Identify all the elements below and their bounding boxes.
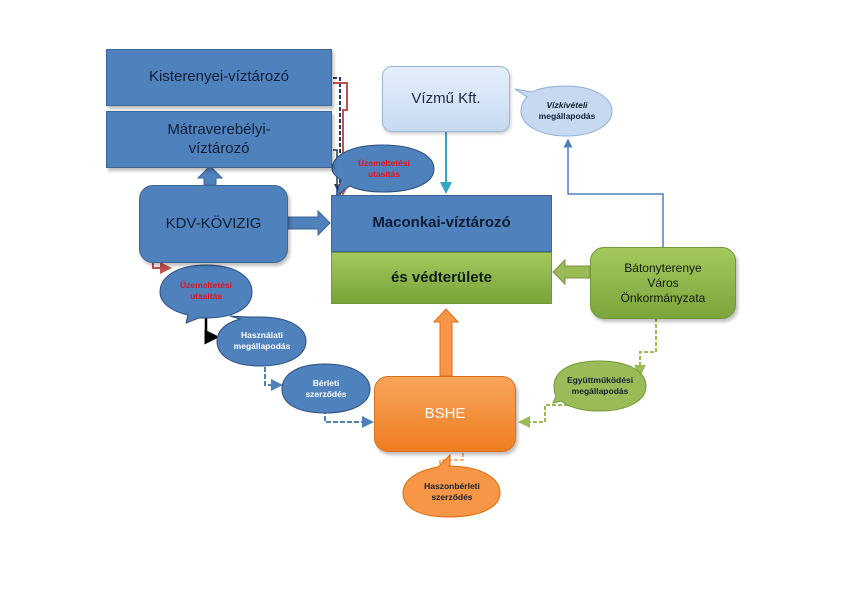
callout-hasznalati: Használati megállapodás: [220, 322, 304, 360]
egyuttmukodesi-to-bshe-line: [518, 404, 580, 428]
callout-egyuttmukodesi-line1: Együttműködési: [566, 374, 634, 385]
node-kisterenye-label: Kisterenyei-víztározó: [148, 68, 290, 86]
node-matraverebely: Mátraverebélyi- víztározó: [106, 111, 332, 168]
node-batonyterenye-label-line1: Bátonyterenye: [624, 260, 702, 275]
callout-bubble-hasznalati: [216, 315, 307, 367]
node-vedterulet-label: és védterülete: [391, 268, 492, 286]
callout-vizkiveteli-line2: megállapodás: [538, 111, 596, 121]
batony-to-egyuttmukodesi-line: [634, 318, 657, 377]
callout-uzemeltetesi-top: Üzemeltetési utasítás: [340, 150, 428, 188]
callout-bubble-haszonberleti: [402, 453, 501, 518]
bracket-line-inner: [333, 149, 338, 194]
callout-bubble-vizkiveteli: [514, 85, 613, 137]
callout-hasznalati-line2: megállapodás: [233, 341, 291, 351]
node-kisterenye: Kisterenyei-víztározó: [106, 49, 332, 106]
callout-hasznalati-line1: Használati: [240, 329, 284, 340]
callout-haszonberleti: Haszonbérleti szerződés: [406, 473, 498, 511]
bshe-to-vedterulet-arrow: [432, 308, 460, 377]
node-maconkai-label: Maconkai-víztározó: [372, 214, 511, 232]
node-matraverebely-label-line2: víztározó: [188, 139, 250, 157]
node-vizmu: Vízmű Kft.: [382, 66, 510, 132]
node-batonyterenye-label-line2: Város: [647, 275, 679, 290]
node-bshe: BSHE: [374, 376, 516, 452]
batony-to-vedterulet-arrow: [552, 258, 591, 286]
node-maconkai: Maconkai-víztározó: [331, 195, 552, 252]
red-connector-top: [333, 82, 349, 196]
callout-berleti-line2: szerződés: [305, 389, 347, 399]
callout-uzemeltetesi-left: Üzemeltetési utasítás: [164, 272, 248, 310]
callout-vizkiveteli-line1: Vízkivételi: [546, 99, 588, 110]
node-batonyterenye: Bátonyterenye Város Önkormányzata: [590, 247, 736, 319]
node-batonyterenye-label-line3: Önkormányzata: [620, 290, 706, 305]
callout-berleti-line1: Bérleti: [312, 377, 340, 388]
callout-bubble-uzemeltetesi-top: [331, 144, 435, 198]
kdv-to-matraverebely-arrow: [196, 165, 224, 186]
callout-bubble-uzemeltetesi-left: [159, 264, 253, 324]
kdv-to-maconkai-arrow: [287, 209, 331, 237]
callout-haszonberleti-line2: szerződés: [431, 492, 473, 502]
node-matraverebely-label-line1: Mátraverebélyi-: [167, 120, 271, 138]
callout-uzemeltetesi-left-line1: Üzemeltetési: [180, 279, 232, 290]
haszonberleti-to-bshe-line: [439, 452, 464, 470]
node-kdv-kovizig-label: KDV-KÖVIZIG: [165, 214, 262, 232]
callout-haszonberleti-line1: Haszonbérleti: [424, 480, 480, 491]
callout-berleti: Bérleti szerződés: [286, 370, 366, 408]
callout-vizkiveteli: Vízkivételi megállapodás: [525, 92, 609, 130]
callout-bubble-egyuttmukodesi: [552, 360, 647, 412]
uzemeltetesi-to-hasznalati-line: [204, 318, 220, 345]
hasznalati-to-berleti-line: [264, 360, 283, 391]
callout-egyuttmukodesi: Együttműködési megállapodás: [556, 367, 644, 405]
node-vedterulet: és védterülete: [331, 252, 552, 304]
callout-uzemeltetesi-left-line2: utasítás: [189, 291, 223, 301]
callout-uzemeltetesi-top-line1: Üzemeltetési: [358, 157, 410, 168]
node-bshe-label: BSHE: [424, 404, 466, 422]
node-kdv-kovizig: KDV-KÖVIZIG: [139, 185, 288, 263]
node-vizmu-label: Vízmű Kft.: [411, 89, 481, 107]
callout-egyuttmukodesi-line2: megállapodás: [571, 386, 629, 396]
callout-bubble-berleti: [281, 363, 371, 414]
batony-to-vizkiveteli-line: [563, 138, 664, 247]
callout-uzemeltetesi-top-line2: utasítás: [367, 169, 401, 179]
